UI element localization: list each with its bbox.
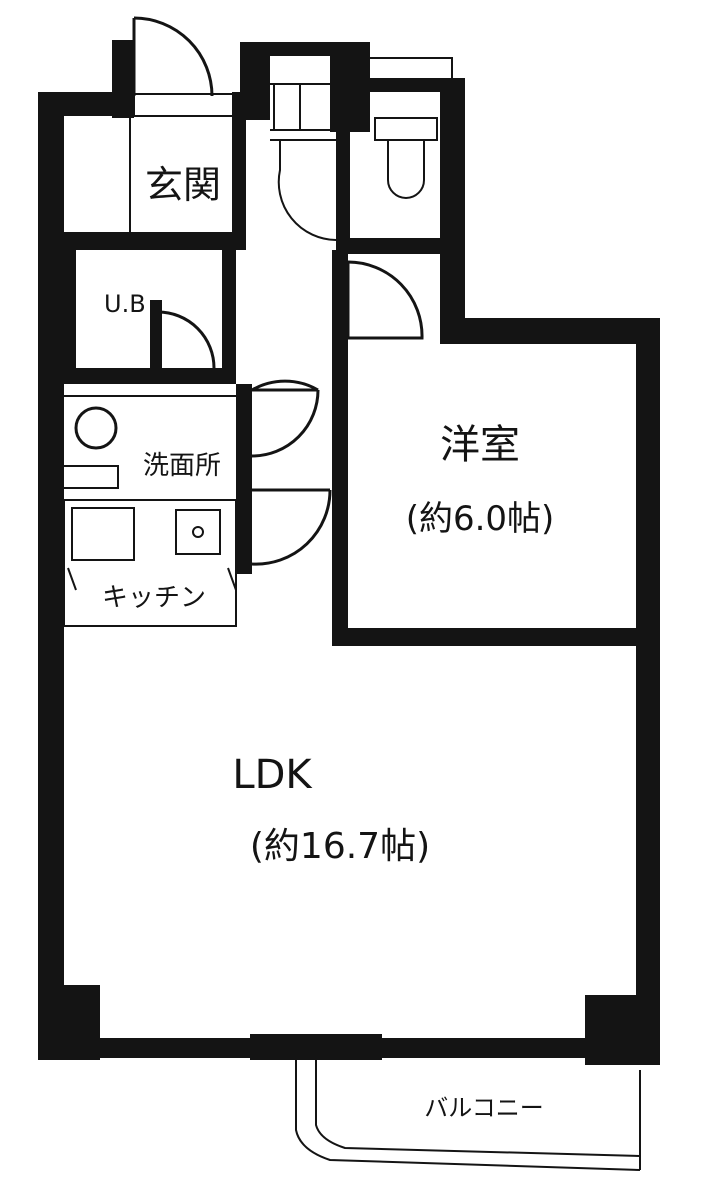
room-label-entrance: 玄関 (145, 163, 221, 207)
room-label-balcony: バルコニー (424, 1094, 544, 1122)
room-label-ldk: LDK (232, 752, 313, 798)
window-left (99, 1039, 251, 1057)
room-label-washroom: 洗面所 (143, 451, 221, 481)
room-label-western-room: 洋室 (440, 422, 520, 468)
toilet-fixture (367, 57, 453, 199)
western-room-door (346, 260, 424, 340)
room-label-unit-bath: U.B (104, 290, 146, 318)
washbasin (64, 395, 236, 489)
kitchen-counter (63, 499, 237, 627)
interior-walls (64, 92, 642, 646)
balcony-outline (295, 1060, 641, 1171)
room-area-western-room: (約6.0帖) (406, 499, 555, 539)
room-area-ldk: (約16.7帖) (250, 826, 430, 867)
window-right (381, 1039, 586, 1057)
ldk-door (251, 488, 332, 566)
unit-bath-door (150, 300, 216, 369)
corridor-fixture (270, 83, 337, 241)
washroom-door (251, 379, 320, 458)
room-label-kitchen: キッチン (102, 583, 206, 613)
entrance-door (112, 16, 235, 118)
